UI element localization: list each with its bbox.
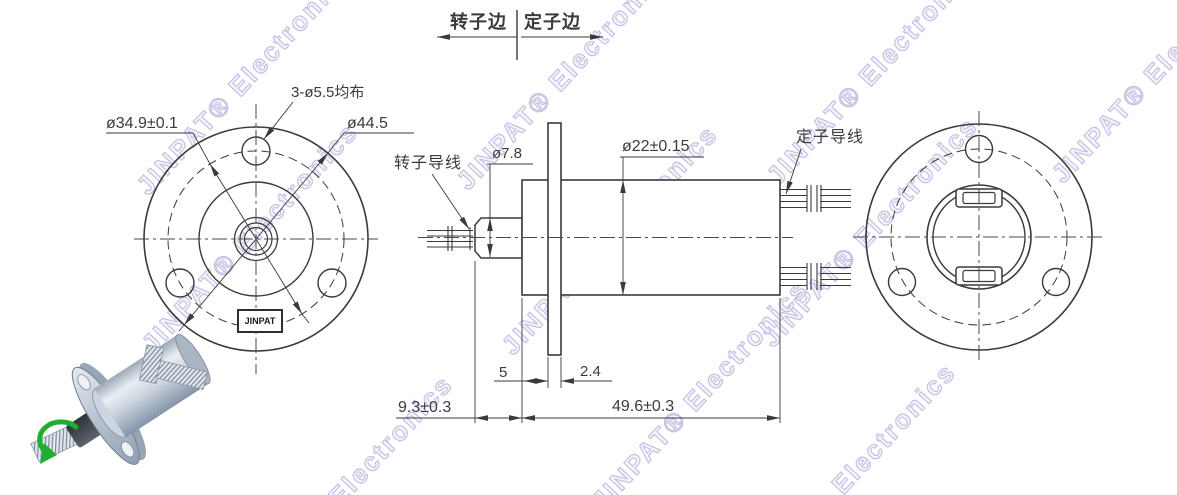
stator-wires [780,185,851,290]
rotor-leads-label: 转子导线 [394,155,463,172]
rear-view [853,111,1106,363]
mount-hole [964,134,994,164]
dim-bolt-circle: ø34.9±0.1 [106,115,178,132]
stator-wires-3d [156,359,208,391]
side-view [396,122,851,423]
header-side-arrows [437,10,603,60]
body-3d [94,334,209,438]
front-view [106,101,414,374]
extension-lines [474,261,781,423]
dim-mount-holes: 3-ø5.5均布 [291,84,365,101]
rotation-arrow-icon [40,443,57,464]
rotation-arrow-icon [37,419,79,455]
dim-flange-thickness: 2.4 [580,363,601,380]
dim-body-length: 49.6±0.3 [612,398,675,415]
dim-flange-offset: 5 [499,364,508,381]
rotor-side-label: 转子边 [450,12,507,32]
mounting-flange [547,122,562,356]
jinpat-logo: JINPAT [237,309,283,333]
mount-hole [1041,267,1071,297]
rotor-wires [427,226,473,251]
mount-hole [887,267,917,297]
stator-leads-label: 定子导线 [796,129,865,146]
dim-outer-diameter: ø44.5 [347,115,388,132]
dim-body-diameter: ø22±0.15 [622,138,690,155]
dim-rotor-shaft-length: 9.3±0.3 [398,399,452,416]
stator-side-label: 定子边 [524,12,581,32]
dim-shaft-diameter: ø7.8 [492,145,523,162]
product-3d-render [30,334,211,465]
